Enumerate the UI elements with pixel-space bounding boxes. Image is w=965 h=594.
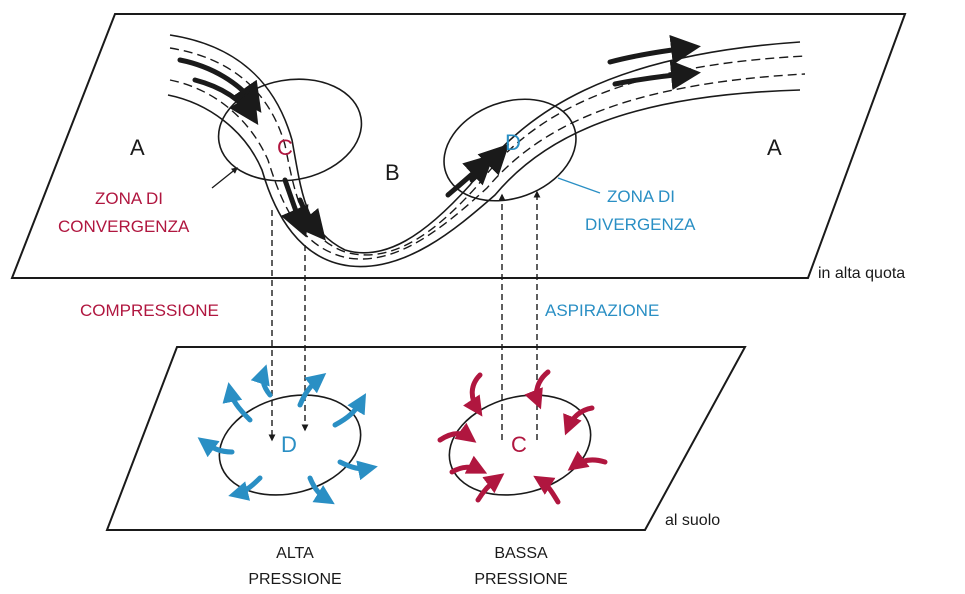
convergence-center-letter: C bbox=[277, 135, 293, 160]
convergence-label-line2: CONVERGENZA bbox=[58, 217, 190, 236]
divergence-label-line1: ZONA DI bbox=[607, 187, 675, 206]
low-pressure-label-line2: PRESSIONE bbox=[474, 571, 567, 588]
convergence-label-line1: ZONA DI bbox=[95, 189, 163, 208]
divergence-label-line2: DIVERGENZA bbox=[585, 215, 696, 234]
divergence-pointer bbox=[558, 178, 600, 193]
flow-arrows bbox=[180, 47, 695, 236]
compression-label: COMPRESSIONE bbox=[80, 301, 219, 320]
level-label-upper: in alta quota bbox=[818, 265, 905, 282]
letter-a-right: A bbox=[767, 135, 782, 160]
aspiration-label: ASPIRAZIONE bbox=[545, 301, 659, 320]
low-pressure-center-letter: C bbox=[511, 432, 527, 457]
vertical-connectors bbox=[272, 192, 537, 440]
jet-stream bbox=[168, 35, 805, 267]
high-pressure-label-line2: PRESSIONE bbox=[248, 571, 341, 588]
convergence-pointer bbox=[212, 168, 237, 188]
lower-plane bbox=[107, 347, 745, 530]
divergence-center-letter: D bbox=[505, 130, 521, 155]
letter-a-left: A bbox=[130, 135, 145, 160]
high-pressure-label-line1: ALTA bbox=[276, 545, 314, 562]
level-label-ground: al suolo bbox=[665, 512, 720, 529]
high-pressure-center-letter: D bbox=[281, 432, 297, 457]
low-pressure-label-line1: BASSA bbox=[494, 545, 548, 562]
letter-b-center: B bbox=[385, 160, 400, 185]
